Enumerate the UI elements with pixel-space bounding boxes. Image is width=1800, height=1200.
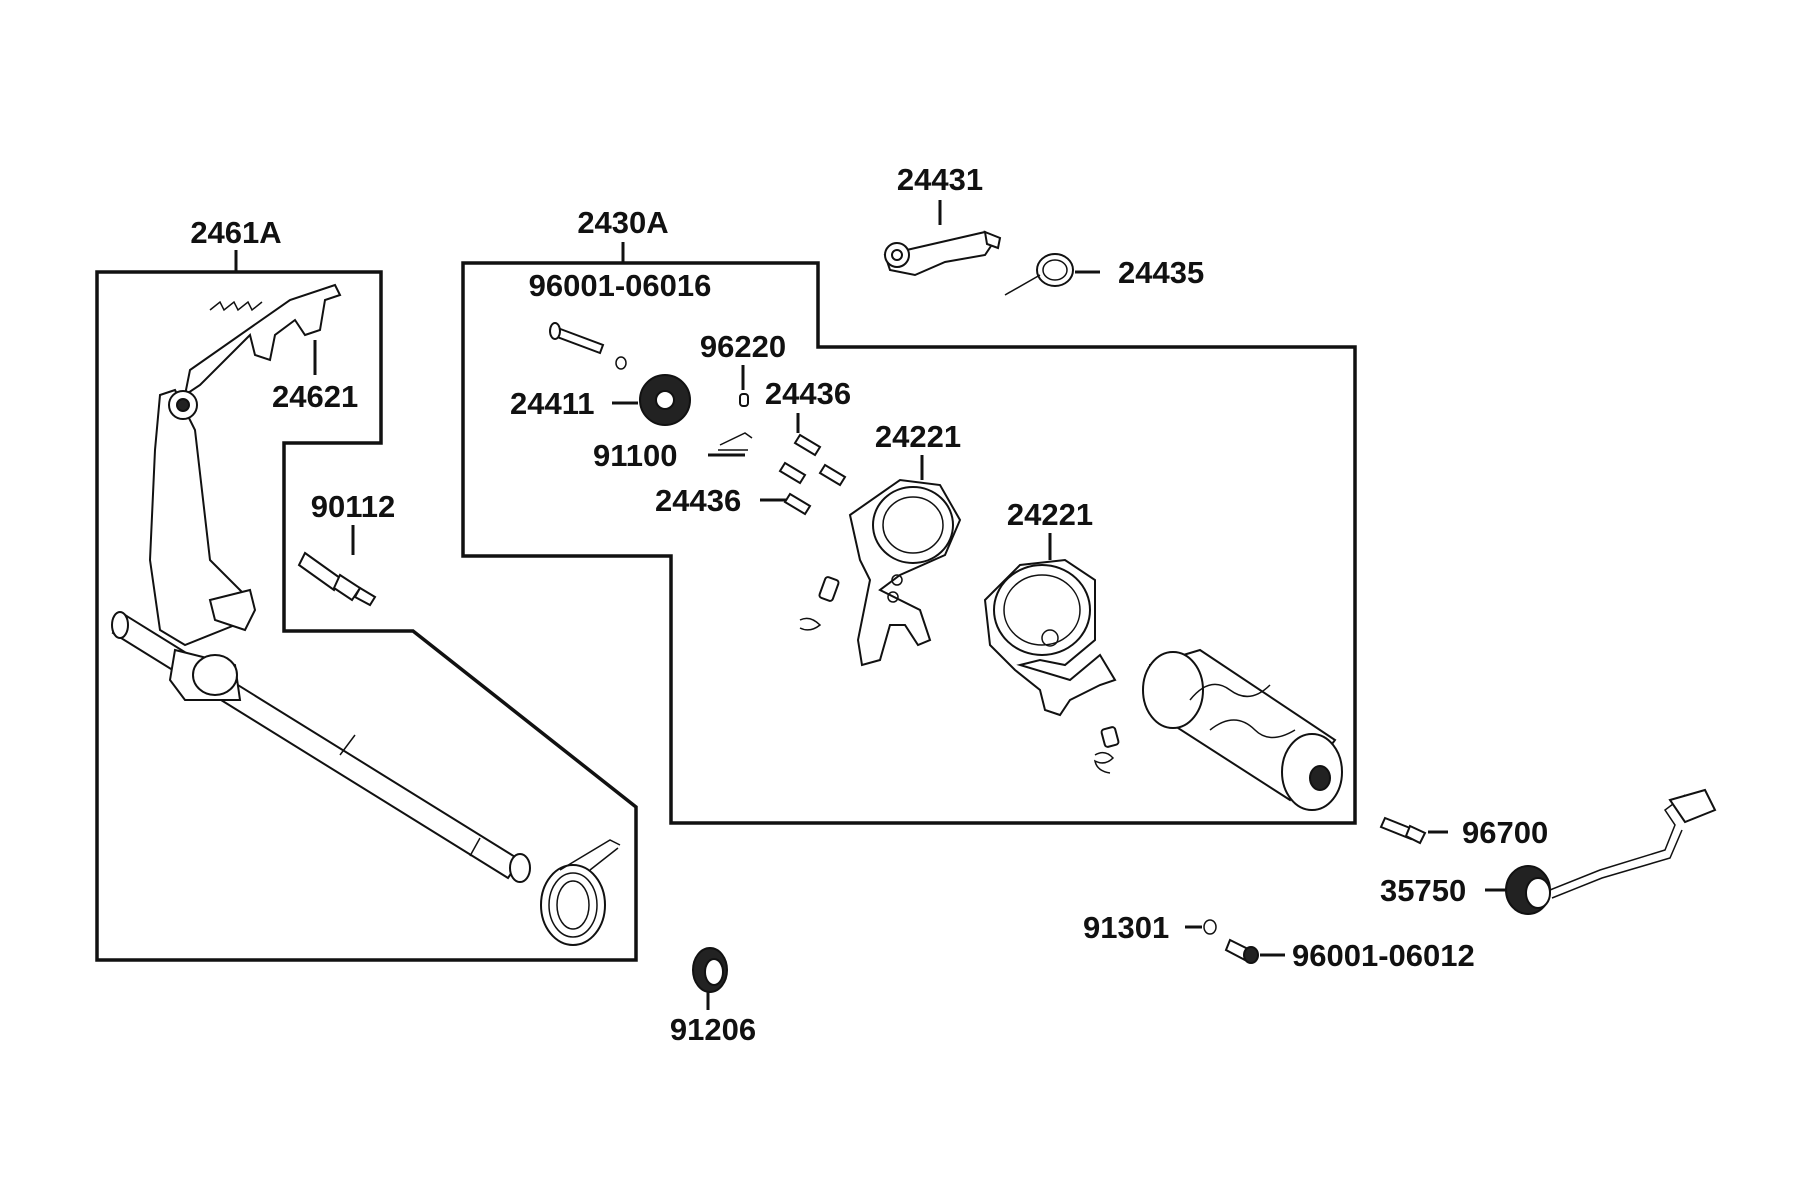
spring-24435-part bbox=[1004, 253, 1074, 296]
shift-fork-24221-a-part bbox=[848, 478, 962, 667]
bolt-96001-06012-part bbox=[1224, 938, 1259, 964]
pin-96220-part bbox=[739, 393, 749, 407]
oring-91301-part bbox=[1203, 919, 1217, 935]
oil-seal-91206-part bbox=[692, 947, 728, 993]
detent-pin-a-part bbox=[799, 576, 840, 631]
guide-pins-24436-part bbox=[778, 433, 847, 516]
label-35750: 35750 bbox=[1380, 873, 1466, 908]
bolt-90112-part bbox=[297, 551, 377, 607]
label-24221-a: 24221 bbox=[875, 419, 961, 454]
return-spring-part bbox=[540, 839, 621, 946]
label-96001-06012: 96001-06012 bbox=[1292, 938, 1475, 973]
detent-pin-b-part bbox=[1093, 726, 1120, 774]
label-96220: 96220 bbox=[700, 329, 786, 364]
group-2430A-outline bbox=[461, 261, 1357, 825]
label-96700: 96700 bbox=[1462, 815, 1548, 850]
star-wheel-24411-part bbox=[639, 374, 691, 426]
label-91206: 91206 bbox=[670, 1012, 756, 1047]
label-24435: 24435 bbox=[1118, 255, 1204, 290]
label-2461A: 2461A bbox=[190, 215, 281, 250]
label-91301: 91301 bbox=[1083, 910, 1169, 945]
label-24411: 24411 bbox=[510, 386, 595, 421]
label-96001-06016: 96001-06016 bbox=[529, 268, 712, 303]
bolt-96700-part bbox=[1379, 816, 1427, 845]
label-90112: 90112 bbox=[311, 489, 396, 524]
label-91100: 91100 bbox=[593, 438, 678, 473]
shift-drum-part bbox=[1142, 648, 1343, 811]
label-2430A: 2430A bbox=[577, 205, 668, 240]
pin-91100-part bbox=[718, 432, 753, 451]
group-2461A-outline bbox=[95, 270, 638, 962]
label-24436-bottom: 24436 bbox=[655, 483, 741, 518]
shift-shaft-part bbox=[111, 283, 531, 883]
label-24436-top: 24436 bbox=[765, 376, 851, 411]
shift-fork-24221-b-part bbox=[983, 558, 1117, 717]
bolt-96001-06016-part bbox=[549, 322, 627, 370]
lever-24431-part bbox=[883, 230, 1002, 277]
sensor-35750-part bbox=[1505, 788, 1717, 915]
label-24621: 24621 bbox=[272, 379, 358, 414]
label-24431: 24431 bbox=[897, 162, 983, 197]
label-24221-b: 24221 bbox=[1007, 497, 1093, 532]
